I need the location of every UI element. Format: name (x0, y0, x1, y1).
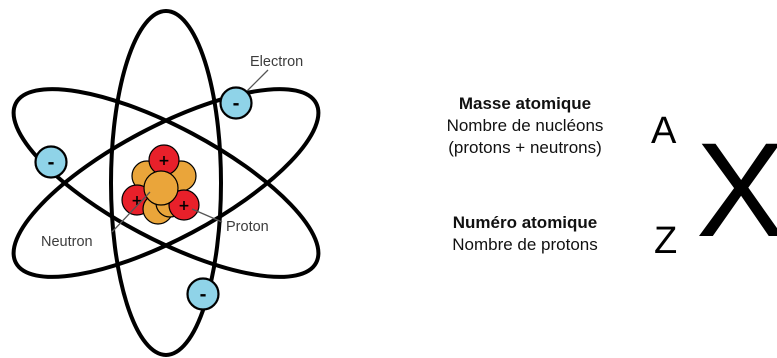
electron-top-right: - (219, 86, 253, 120)
orbit-rising (11, 87, 321, 279)
proton-leader-line (191, 208, 223, 223)
orbit-vertical (109, 9, 223, 357)
atomic-number-title: Numéro atomique (452, 213, 598, 232)
electron-left: - (34, 145, 68, 179)
atomic-number-description: Nombre de protons (452, 235, 598, 254)
neutron-label: Neutron (41, 234, 93, 250)
atomic-mass-title: Masse atomique (458, 94, 592, 113)
atomic-mass-description-detail: (protons + neutrons) (448, 138, 602, 157)
proton-sign: + (178, 198, 190, 214)
electron-label: Electron (250, 54, 303, 70)
electron-sign: - (199, 285, 206, 305)
atomic-number-symbol: Z (654, 220, 678, 262)
atomic-mass-description: Nombre de nucléons (446, 116, 604, 135)
element-symbol: X (696, 116, 777, 265)
neutron-leader-line (111, 191, 151, 233)
electron-leader-line (245, 69, 269, 93)
electron-sign: - (47, 153, 54, 173)
proton-label: Proton (226, 219, 269, 235)
nucleus: + + + (121, 144, 200, 225)
neutron-particle (143, 170, 179, 206)
atomic-number-legend: Numéro atomique Nombre de protons (405, 212, 645, 256)
electron-sign: - (232, 94, 239, 114)
orbit-falling (11, 87, 321, 279)
mass-number-symbol: A (651, 110, 677, 152)
atomic-mass-legend: Masse atomique Nombre de nucléons (proto… (405, 93, 645, 159)
proton-particle (168, 189, 200, 221)
atom-diagram: + + + - - - Electron Neutron Proton (11, 9, 321, 357)
proton-sign: + (131, 193, 143, 209)
electron-bottom: - (186, 277, 220, 311)
proton-sign: + (158, 153, 170, 169)
